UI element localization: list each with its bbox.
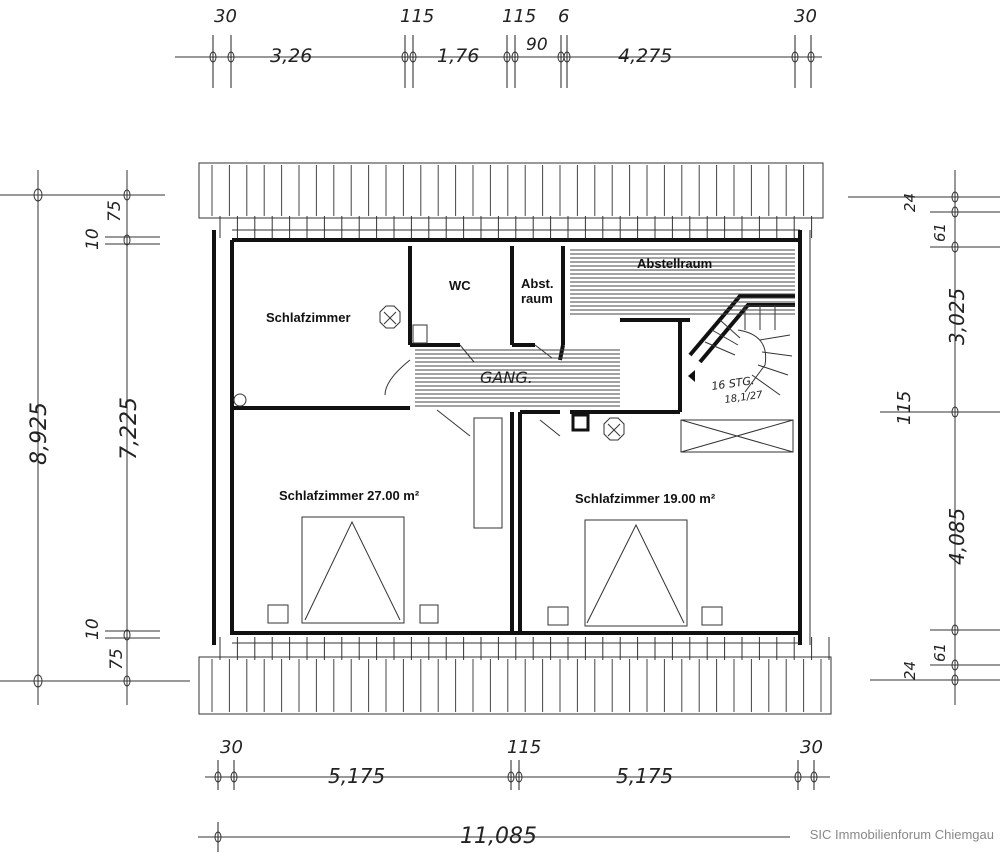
room-label-abst-1: Abst.	[521, 276, 554, 291]
dim-left-small-top-10: 10	[83, 228, 103, 250]
bottom-dimension-lines: 30 115 30 5,175 5,175 11,085	[198, 737, 830, 852]
dim-left-small-top-75: 75	[105, 200, 125, 222]
stairs-label: 16 STG.	[711, 374, 756, 393]
dim-top-seg-3: 90	[526, 35, 548, 55]
room-label-schlafzimmer: Schlafzimmer	[266, 310, 351, 325]
stair-arrow-icon	[688, 370, 695, 382]
dim-left-small-bottom-10: 10	[83, 618, 103, 640]
dim-bottom-30-left: 30	[220, 737, 243, 758]
dim-right-115: 115	[894, 391, 915, 425]
radiator-icon	[379, 305, 401, 329]
dim-top-seg-4: 4,275	[618, 45, 672, 67]
dim-left-inner: 7,225	[117, 397, 142, 460]
radiator-icon	[603, 417, 625, 441]
room-label-wc: WC	[449, 278, 471, 293]
room-label-abst-2: raum	[521, 291, 553, 306]
outer-walls	[212, 229, 811, 645]
fixtures	[233, 305, 794, 627]
dim-top-115-b: 115	[502, 6, 536, 27]
dim-top-30-left: 30	[214, 6, 237, 27]
dim-right-61-top: 61	[931, 223, 949, 242]
dim-left-outer: 8,925	[27, 402, 52, 465]
dim-right-24-top: 24	[901, 193, 919, 212]
inner-walls	[232, 246, 690, 633]
room-label-schlafzimmer-19: Schlafzimmer 19.00 m²	[575, 491, 716, 506]
dim-right-3025: 3,025	[945, 288, 969, 345]
dim-top-seg-1: 3,26	[270, 45, 312, 67]
roof-eave-bottom	[198, 637, 832, 715]
dim-top-115-a: 115	[400, 6, 434, 27]
dim-top-30-right: 30	[794, 6, 817, 27]
right-dimension-line: 24 61 3,025 115 4,085 61 24	[848, 170, 1000, 705]
stairs-ratio: 18,1/27	[724, 390, 764, 406]
hallway-hatching	[415, 349, 620, 407]
dim-top-seg-2: 1,76	[437, 45, 479, 67]
dim-bottom-seg-2: 5,175	[616, 764, 673, 788]
dim-bottom-30-right: 30	[800, 737, 823, 758]
staircase: 16 STG. 18,1/27	[688, 294, 795, 406]
watermark: SIC Immobilienforum Chiemgau	[809, 827, 994, 842]
dim-bottom-115: 115	[507, 737, 541, 758]
room-label-schlafzimmer-27: Schlafzimmer 27.00 m²	[279, 488, 420, 503]
dim-total: 11,085	[460, 824, 537, 849]
dim-bottom-seg-1: 5,175	[328, 764, 385, 788]
dim-right-61-bottom: 61	[931, 643, 949, 662]
abstellraum-hatching	[570, 249, 795, 315]
roof-eave-top	[198, 162, 824, 238]
left-dimension-lines: 8,925 7,225 10 75 10 75	[0, 170, 190, 705]
room-label-gang: GANG.	[480, 368, 533, 387]
dim-left-small-bottom-75: 75	[107, 648, 127, 670]
room-label-abstellraum: Abstellraum	[637, 256, 712, 271]
dim-right-24-bottom: 24	[901, 661, 919, 680]
dim-right-4085: 4,085	[945, 508, 969, 565]
dim-top-6: 6	[558, 6, 569, 27]
top-dimension-line: 30 115 115 6 30 3,26 1,76 90 4,275	[175, 6, 822, 88]
